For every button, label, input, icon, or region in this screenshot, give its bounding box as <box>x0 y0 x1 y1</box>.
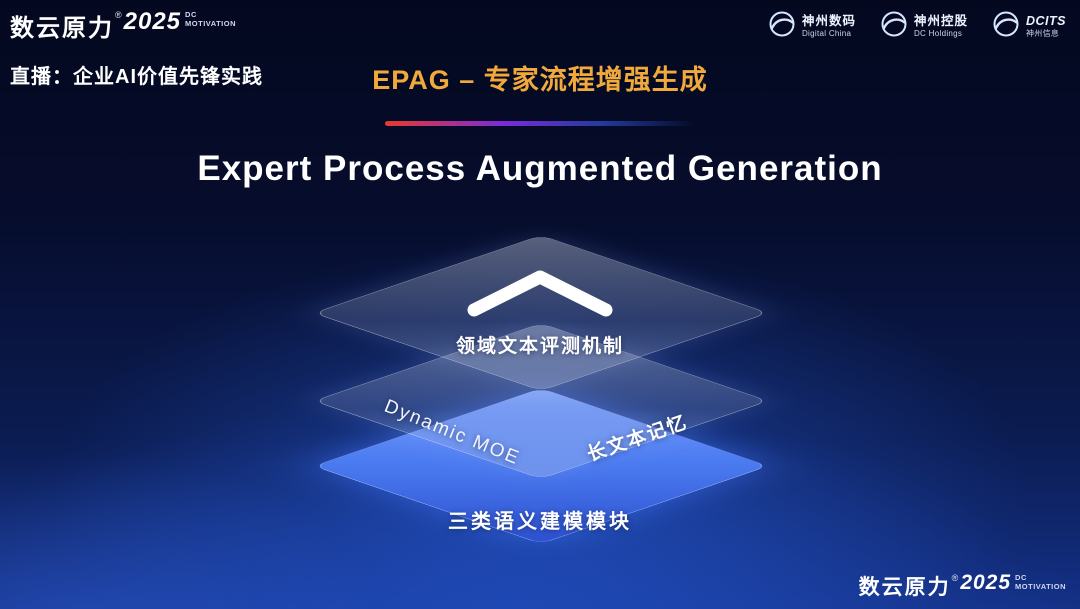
swoosh-circle-icon <box>992 10 1020 43</box>
layer-stack-diagram: 领域文本评测机制 Dynamic MOE 长文本记忆 三类语义建模模块 <box>0 225 1080 595</box>
top-layer-label: 领域文本评测机制 <box>455 336 625 357</box>
brand-tagline-line2: MOTIVATION <box>1015 581 1066 591</box>
brand-logo: 数云原力 ® 2025 DC MOTIVATION <box>10 8 236 43</box>
registered-mark: ® <box>951 573 959 583</box>
bottom-layer-label: 三类语义建模模块 <box>448 511 632 533</box>
partner-name-en: Digital China <box>801 29 852 39</box>
brand-tagline-line1: DC <box>1015 573 1027 582</box>
brand-year: 2025 <box>960 571 1012 594</box>
brand-tagline: DC MOTIVATION <box>1015 573 1066 591</box>
brand-name: 数云原力 <box>858 576 951 599</box>
page-title: EPAG – 专家流程增强生成 <box>372 65 708 95</box>
swoosh-circle-icon <box>768 10 796 43</box>
chevron-up-icon <box>465 267 615 324</box>
partner-logo-digital-china: 神州数码 Digital China <box>768 10 856 43</box>
partner-name-cn: 神州数码 <box>801 14 856 29</box>
partner-name-en: 神州信息 <box>1026 29 1060 39</box>
brand-tagline-line1: DC <box>185 10 197 19</box>
partner-logo-dcits: DCITS 神州信息 <box>992 10 1066 43</box>
subtitle: Expert Process Augmented Generation <box>197 149 883 188</box>
partner-name-cn: DCITS <box>1026 14 1066 29</box>
swoosh-circle-icon <box>880 10 908 43</box>
brand-logo-footer: 数云原力 ® 2025 DC MOTIVATION <box>859 571 1066 601</box>
partner-name-en: DC Holdings <box>913 29 963 39</box>
registered-mark: ® <box>115 10 122 20</box>
gradient-divider <box>385 121 695 126</box>
brand-year: 2025 <box>123 8 182 35</box>
brand-name: 数云原力 <box>10 15 114 42</box>
brand-tagline: DC MOTIVATION <box>185 10 236 28</box>
partner-logo-dc-holdings: 神州控股 DC Holdings <box>880 10 968 43</box>
partner-name-cn: 神州控股 <box>913 14 968 29</box>
partner-logos: 神州数码 Digital China 神州控股 DC Holdings <box>768 10 1066 43</box>
brand-tagline-line2: MOTIVATION <box>185 18 236 28</box>
live-broadcast-label: 直播：企业AI价值先锋实践 <box>10 66 263 88</box>
